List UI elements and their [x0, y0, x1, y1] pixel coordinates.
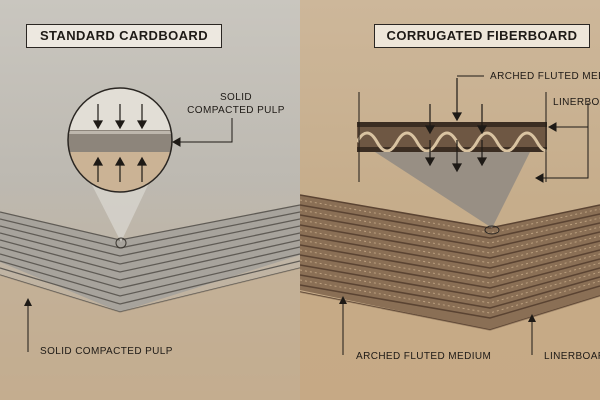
corrugated-stack	[300, 194, 600, 400]
callout-leader-side	[534, 103, 589, 183]
corrugated-fiberboard-panel: CORRUGATED FIBERBOARD ARCHED FLUTED MEDI…	[300, 0, 600, 400]
magnifier-spot	[484, 225, 500, 235]
corrugated-stack-illustration	[300, 75, 600, 400]
callout-label-side: LINERBOARD	[553, 97, 600, 108]
standard-cardboard-panel: STANDARD CARDBOARD SOLID COMPACTED PULP …	[0, 0, 300, 400]
callout-label-top: ARCHED FLUTED MEDIUM	[490, 71, 600, 82]
magnifier-cone	[375, 152, 530, 228]
bottom-label: SOLID COMPACTED PULP	[40, 346, 173, 357]
magnifier-cone	[92, 185, 148, 242]
callout-label: SOLID COMPACTED PULP	[187, 92, 285, 116]
cardboard-stack-illustration	[0, 87, 300, 400]
callout-leader	[171, 118, 233, 147]
load-arrows	[424, 78, 488, 173]
cardboard-stack	[0, 204, 300, 400]
compression-arrows	[92, 104, 148, 182]
bottom-label-1: ARCHED FLUTED MEDIUM	[356, 351, 492, 362]
panel-title: CORRUGATED FIBERBOARD	[374, 24, 590, 48]
magnifier-spot	[115, 237, 127, 249]
bottom-label-2: LINERBOARD	[544, 351, 600, 362]
panel-title: STANDARD CARDBOARD	[26, 24, 222, 48]
